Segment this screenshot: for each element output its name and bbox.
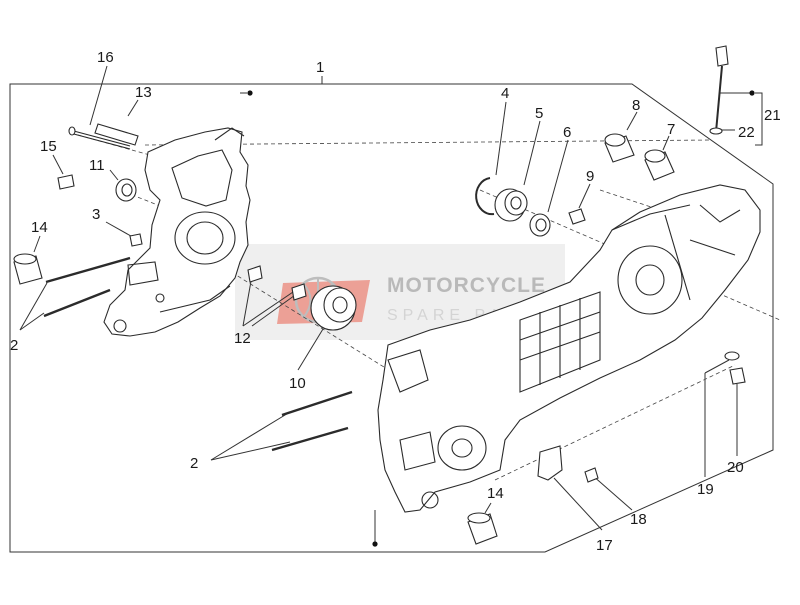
stud-2d: [271, 426, 349, 452]
callout-6: 6: [563, 124, 571, 141]
callout-8: 8: [632, 97, 640, 114]
callout-16: 16: [97, 49, 114, 66]
dowel-3: [129, 233, 143, 247]
callout-7: 7: [667, 121, 675, 138]
bushing-8: [604, 133, 635, 163]
silentblock-14-left: [13, 253, 43, 285]
leader-lines: [19, 65, 763, 544]
left-crankcase-half: [103, 127, 251, 337]
pin-9: [568, 208, 586, 225]
dipstick-21: [715, 45, 729, 133]
dowel-12b: [291, 283, 307, 301]
stud-2b: [43, 288, 111, 318]
dowel-12a: [247, 265, 263, 283]
callout-11: 11: [89, 157, 105, 174]
callout-2-left: 2: [10, 337, 18, 354]
callout-21: 21: [764, 107, 781, 124]
callout-17: 17: [596, 537, 613, 554]
washer-19: [724, 351, 740, 361]
connector-dot: [247, 90, 253, 96]
assembly-outline: [9, 83, 774, 553]
stud-2c: [281, 390, 353, 417]
callout-10: 10: [289, 375, 306, 392]
screw-18: [584, 467, 599, 483]
main-crankcase: [377, 184, 761, 513]
callout-20: 20: [727, 459, 744, 476]
bolt-16-head: [68, 126, 76, 136]
callout-18: 18: [630, 511, 647, 528]
bolt-16: [69, 129, 131, 150]
connector-dot: [372, 541, 378, 547]
parts: [13, 45, 746, 545]
pin-13: [94, 123, 139, 146]
plug-20: [729, 367, 746, 385]
seal-6: [529, 213, 551, 237]
callout-12: 12: [234, 330, 251, 347]
callout-19: 19: [697, 481, 714, 498]
callout-2-bottom: 2: [190, 455, 198, 472]
callout-9: 9: [586, 168, 594, 185]
callout-15: 15: [40, 138, 57, 155]
circlip-4: [475, 177, 495, 216]
oring-22: [709, 127, 723, 135]
callout-13: 13: [135, 84, 152, 101]
callout-5: 5: [535, 105, 543, 122]
callout-3: 3: [92, 206, 100, 223]
callout-22: 22: [738, 124, 755, 141]
callout-4: 4: [501, 85, 509, 102]
stud-2a: [45, 256, 131, 284]
bearing-5: [494, 188, 528, 222]
callout-14-left: 14: [31, 219, 48, 236]
silentblock-14-bottom: [467, 512, 498, 545]
bushing-7: [644, 149, 675, 181]
callout-1: 1: [316, 59, 324, 76]
plate-17: [537, 445, 563, 481]
connector-dot: [749, 90, 755, 96]
seal-11: [115, 178, 137, 202]
callout-14-bottom: 14: [487, 485, 504, 502]
watermark-title: MOTORCYCLE: [387, 274, 546, 297]
bearing-10: [310, 285, 357, 331]
callouts: 1 2 2 3 4 5 6 7 8 9 10 11 12 13 14 14 15…: [10, 49, 781, 554]
screw-15: [57, 174, 75, 190]
